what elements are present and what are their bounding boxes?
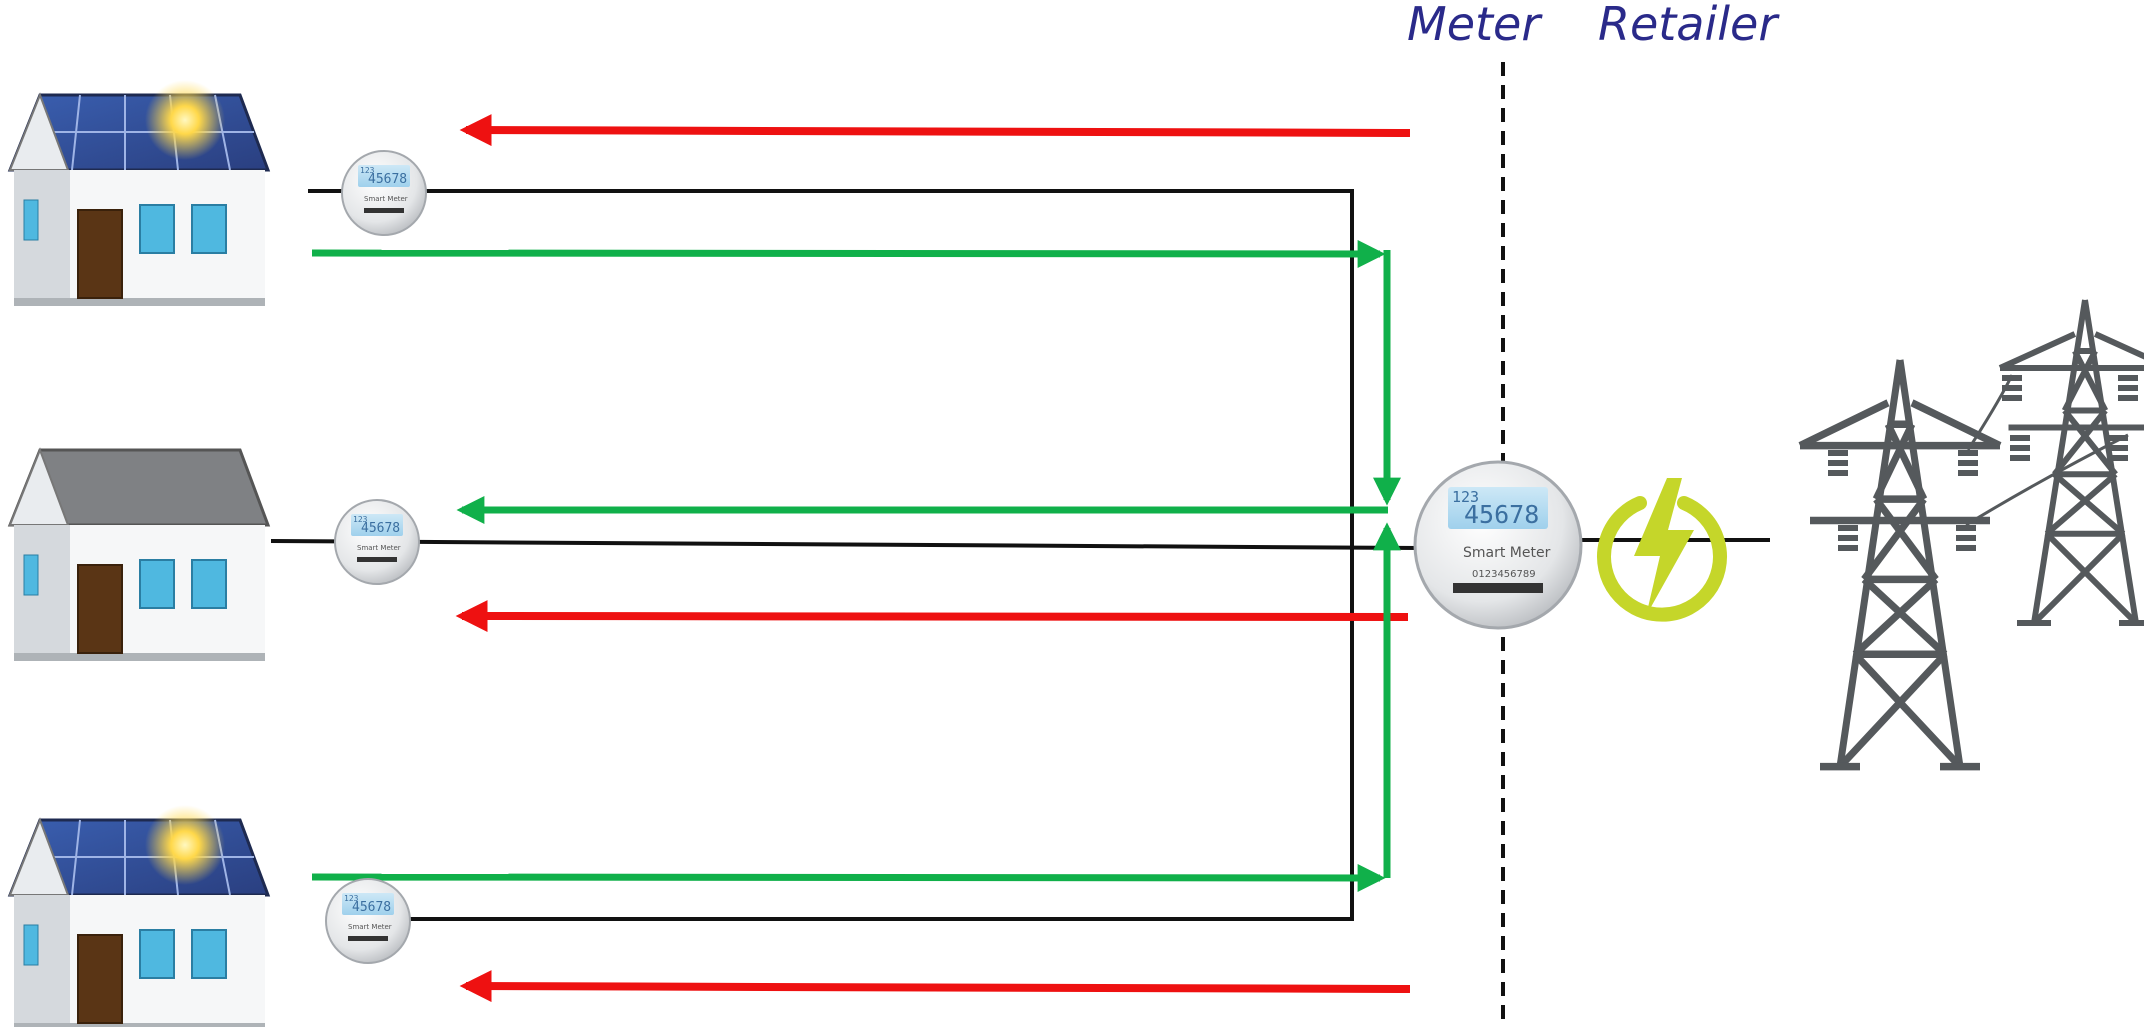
import-arrow-house-2 xyxy=(455,600,1409,633)
svg-text:Smart Meter: Smart Meter xyxy=(348,923,392,931)
svg-text:45678: 45678 xyxy=(1464,500,1539,529)
svg-text:Smart Meter: Smart Meter xyxy=(364,195,408,203)
lightning-power-icon xyxy=(1597,478,1727,622)
meter-zone-label: Meter xyxy=(1407,0,1543,51)
import-arrows xyxy=(455,114,1411,1003)
wire-house-2 xyxy=(270,539,1421,550)
house-with-solar-panels-icon xyxy=(8,78,270,308)
svg-text:123: 123 xyxy=(1452,488,1479,506)
house-meter-3: 123 45678 Smart Meter xyxy=(325,878,411,964)
export-arrow-house-1 xyxy=(311,239,1386,268)
export-arrow-house-3 xyxy=(311,863,1386,892)
main-smart-meter: 123 45678 Smart Meter 0123456789 xyxy=(1413,460,1583,630)
svg-text:Smart Meter: Smart Meter xyxy=(1463,545,1551,561)
svg-text:123: 123 xyxy=(360,166,375,175)
transmission-tower-icon xyxy=(1800,300,2144,767)
wire-house-3 xyxy=(326,548,1354,921)
import-arrow-house-3 xyxy=(459,970,1411,1003)
export-arrows xyxy=(311,239,1401,892)
svg-text:45678: 45678 xyxy=(368,172,407,187)
svg-text:123: 123 xyxy=(344,894,359,903)
import-arrow-house-1 xyxy=(459,114,1411,147)
svg-text:45678: 45678 xyxy=(352,900,391,915)
svg-text:123: 123 xyxy=(353,515,368,524)
house-icon xyxy=(8,448,270,663)
svg-text:45678: 45678 xyxy=(361,521,400,536)
svg-text:Smart Meter: Smart Meter xyxy=(357,544,401,552)
house-meter-2: 123 45678 Smart Meter xyxy=(334,499,420,585)
wire-house-1 xyxy=(308,189,1354,548)
svg-text:0123456789: 0123456789 xyxy=(1472,569,1536,580)
house-meter-1: 123 45678 Smart Meter xyxy=(341,150,427,236)
retailer-zone-label: Retailer xyxy=(1598,0,1780,51)
house-with-solar-panels-icon xyxy=(8,803,270,1027)
